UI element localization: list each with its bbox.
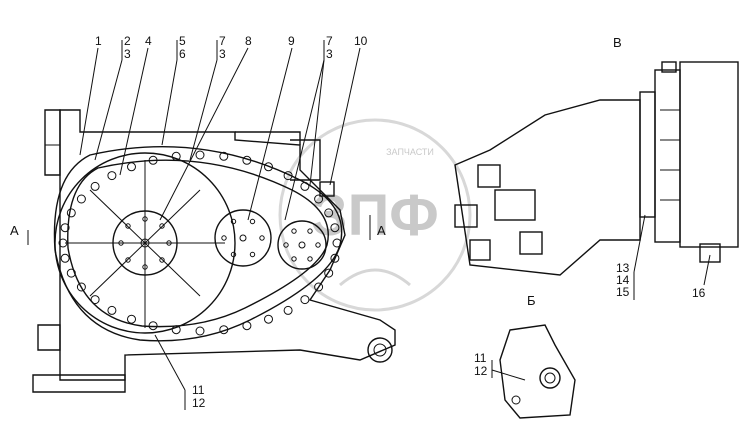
chain-link (314, 194, 324, 204)
hub-bolt (142, 216, 148, 222)
hub-bolt (125, 223, 131, 229)
chain-link (324, 208, 334, 218)
hub-bolt (159, 257, 165, 263)
chain-link (60, 223, 70, 233)
hub-bolt (159, 223, 165, 229)
hub-bolt (307, 228, 313, 234)
chain-link (300, 295, 310, 305)
callout-5: 5 (179, 34, 186, 48)
watermark-logo: ЗПФ (311, 183, 439, 248)
chain-link (66, 208, 76, 218)
callout-13: 13 (616, 261, 630, 275)
chain-links (58, 150, 342, 336)
hub-bolt (125, 257, 131, 263)
hub-bolt (118, 240, 124, 246)
hub-bolt (283, 242, 289, 248)
driven-sprocket (277, 220, 327, 270)
detail-view-b (499, 324, 576, 419)
hub-bolt (166, 240, 172, 246)
callout-4: 4 (145, 34, 152, 48)
view-labels: А А Б В (10, 35, 622, 308)
callout-10: 10 (354, 34, 368, 48)
hub-bolt (315, 242, 321, 248)
chain-link (76, 194, 86, 204)
chain-link (300, 181, 310, 191)
callout-9: 9 (288, 34, 295, 48)
drive-chain (53, 145, 343, 342)
chain-link (324, 268, 334, 278)
callout-8: 8 (245, 34, 252, 48)
watermark-caption: ЗАПЧАСТИ (386, 147, 434, 157)
chain-link (283, 171, 293, 181)
chain-link (127, 314, 136, 324)
chain-link (219, 325, 229, 335)
intermediate-gear (214, 209, 272, 267)
section-label-left: А (10, 223, 19, 238)
chain-link (171, 151, 181, 161)
callout-labels: 1 2 3 4 5 6 7 3 8 9 7 3 10 11 12 13 14 1… (95, 34, 706, 410)
hub-bolt (249, 251, 256, 258)
callout-2: 2 (124, 34, 131, 48)
callout-11b: 11 (474, 351, 487, 365)
hub-bolt (230, 251, 237, 258)
chain-link (314, 282, 324, 292)
chain-link (330, 253, 340, 263)
callout-7b: 7 (326, 34, 333, 48)
chain-link (332, 238, 342, 248)
callout-16: 16 (692, 286, 706, 300)
chain-link (148, 155, 158, 165)
callout-15: 15 (616, 285, 630, 299)
chain-link (66, 268, 76, 278)
gearbox-housing (32, 109, 396, 393)
chain-link (90, 181, 100, 191)
chain-link (195, 326, 205, 336)
hub-bolt (230, 218, 237, 225)
hub-bolt (249, 218, 256, 225)
hub-bolt (142, 264, 148, 270)
hub-bolt (291, 228, 297, 234)
chain-link (76, 282, 86, 292)
chain-link (90, 295, 100, 305)
chain-link (219, 151, 229, 161)
chain-link (195, 150, 205, 160)
chain-link (283, 305, 293, 315)
section-label-right: А (377, 223, 386, 238)
drive-sprocket (54, 152, 236, 334)
hub-bolt (291, 256, 297, 262)
callout-11: 11 (192, 383, 205, 397)
callout-6: 6 (179, 47, 186, 61)
leader-lines (27, 40, 711, 410)
chain-link (107, 171, 117, 181)
watermark: ЗПФ ЗАПЧАСТИ (278, 118, 472, 312)
chain-link (242, 321, 252, 331)
chain-link (330, 223, 340, 233)
hydraulic-motor-assembly (454, 61, 739, 276)
hub-bolt (307, 256, 313, 262)
callout-1: 1 (95, 34, 102, 48)
callout-3c: 3 (326, 47, 333, 61)
chain-link (148, 321, 158, 331)
hub-bolts (118, 216, 321, 270)
callout-7: 7 (219, 34, 226, 48)
callout-12b: 12 (474, 364, 488, 378)
callout-3b: 3 (219, 47, 226, 61)
chain-link (107, 305, 117, 315)
chain-link (242, 155, 252, 165)
callout-14: 14 (616, 273, 630, 287)
chain-link (60, 253, 70, 263)
view-b-label: Б (527, 293, 536, 308)
hub-bolt (221, 235, 227, 241)
callout-3: 3 (124, 47, 131, 61)
callout-12: 12 (192, 396, 206, 410)
chain-link (264, 162, 273, 172)
hub-bolt (259, 235, 265, 241)
chain-link (264, 314, 273, 324)
view-v-label: В (613, 35, 622, 50)
chain-link (127, 162, 136, 172)
chain-link (171, 325, 181, 335)
